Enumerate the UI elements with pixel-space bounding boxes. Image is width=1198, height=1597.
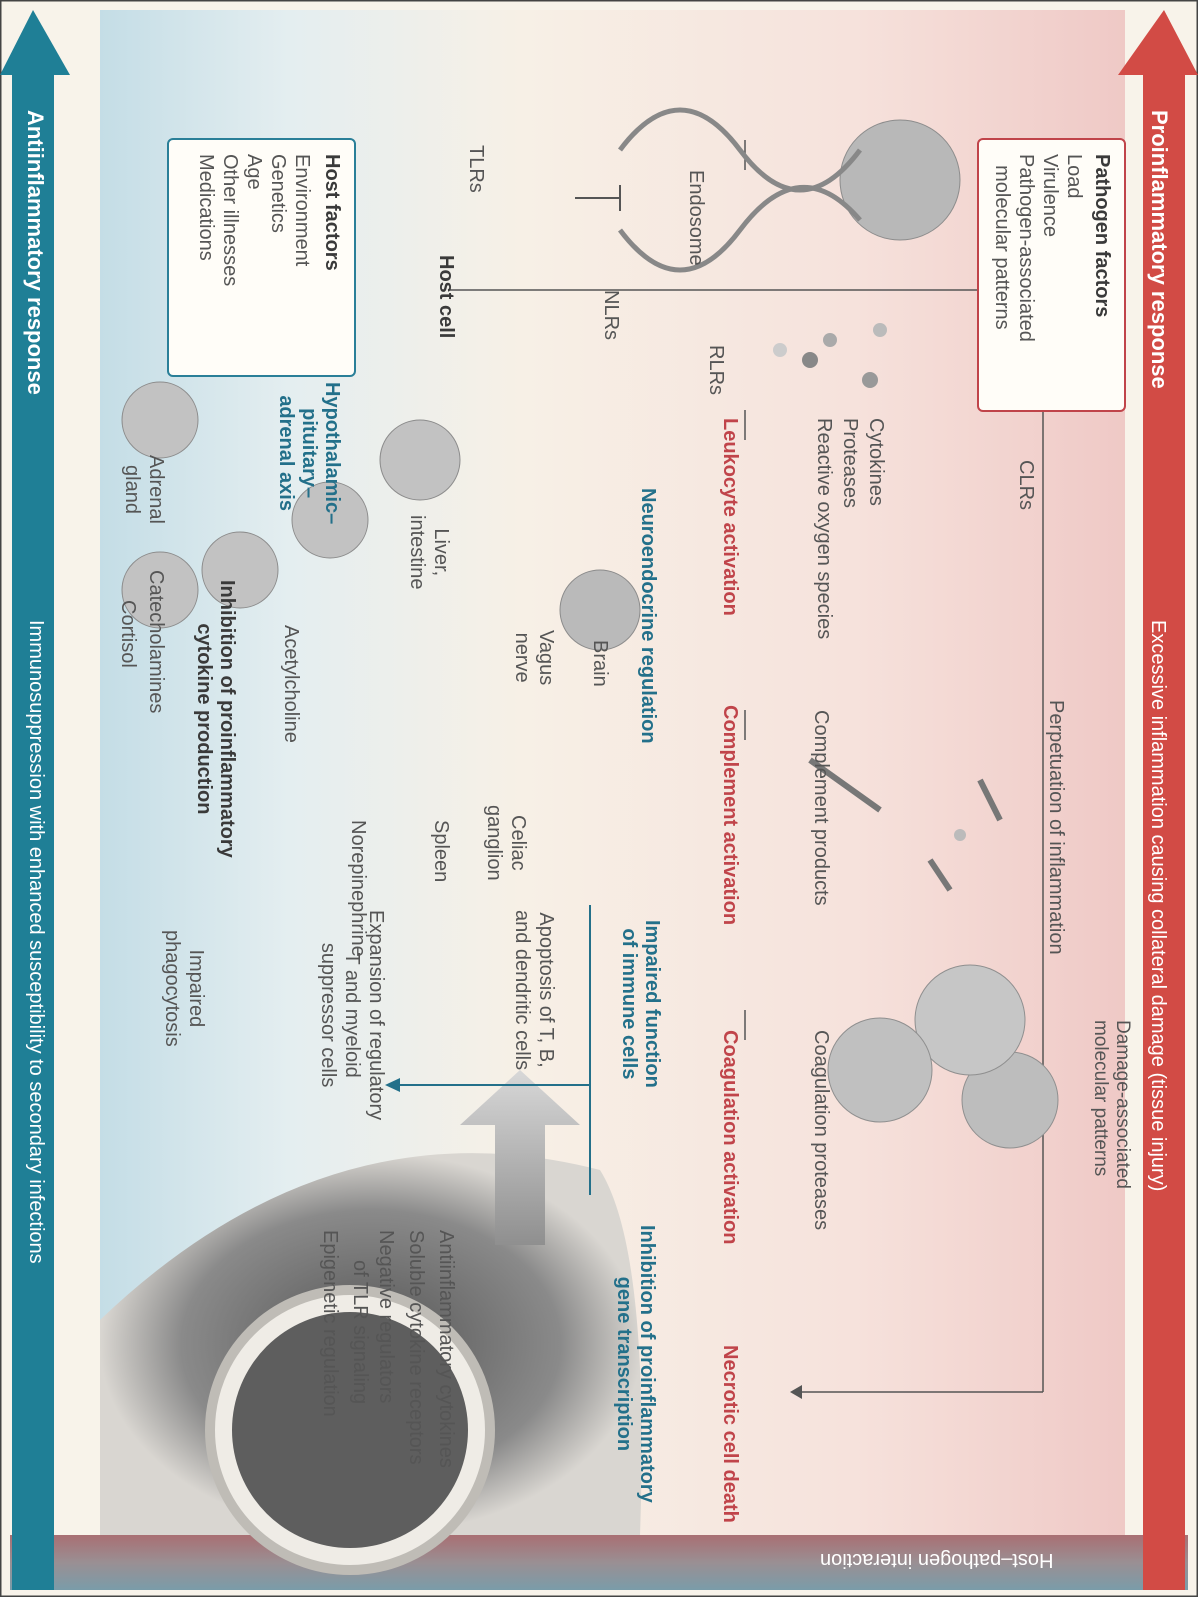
celiac-label: Celiac ganglion <box>482 805 530 881</box>
pathogen-factors-title: Pathogen factors <box>1090 154 1114 317</box>
perpetuation-label: Perpetuation of inflammation <box>1044 700 1068 955</box>
host-item: Medications <box>194 154 218 261</box>
coagulation-item: Coagulation proteases <box>809 1030 833 1230</box>
pro-arrow-sublabel: Excessive inflammation causing collatera… <box>1146 620 1170 1191</box>
pro-arrow-label: Proinflammatory response <box>1146 110 1172 389</box>
inhibition-cytokine-label: Inhibition of proinflammatory cytokine p… <box>192 580 238 858</box>
rlrs-label: RLRs <box>704 345 728 395</box>
anti-arrow-sublabel: Immunosuppression with enhanced suscepti… <box>24 620 48 1264</box>
host-item: Environment <box>290 154 314 266</box>
liver-label: Liver, intestine <box>405 515 453 590</box>
pathogen-item: Virulence <box>1038 154 1062 237</box>
leuko-item: Proteases <box>838 418 862 508</box>
vagus-label: Vagus nerve <box>510 630 558 685</box>
leuko-item: Cytokines <box>864 418 888 506</box>
transcription-item: Epigenetic regulation <box>318 1230 342 1417</box>
pathogen-item: Load <box>1062 154 1086 199</box>
transcription-item: Negative regulators <box>374 1230 398 1403</box>
immune-heading: Impaired function of immune cells <box>617 920 663 1088</box>
anti-arrow-label: Antiinflammatory response <box>22 110 48 395</box>
complement-heading: Complement activation <box>718 705 742 925</box>
leukocyte-heading: Leukocyte activation <box>718 418 742 616</box>
acetylcholine-label: Acetylcholine <box>279 625 303 743</box>
pathogen-factors-box: Pathogen factors Load Virulence Pathogen… <box>977 138 1126 412</box>
expansion-label: Expansion of regulatory T and myeloid su… <box>316 910 388 1120</box>
coagulation-heading: Coagulation activation <box>718 1030 742 1244</box>
side-band-label: Host–pathogen interaction <box>820 1548 1054 1572</box>
spleen-label: Spleen <box>429 820 453 882</box>
transcription-item: Soluble cytokine receptors <box>404 1230 428 1465</box>
phagocytosis-label: Impaired phagocytosis <box>160 930 208 1047</box>
endosome-label: Endosome <box>684 170 708 266</box>
host-item: Age <box>242 154 266 190</box>
host-factors-title: Host factors <box>320 154 344 271</box>
hpa-label: Hypothalamic– pituitary– adrenal axis <box>274 382 343 524</box>
host-factors-box: Host factors Environment Genetics Age Ot… <box>167 138 356 377</box>
tlrs-label: TLRs <box>464 145 488 193</box>
complement-item: Complement products <box>809 710 833 906</box>
apoptosis-label: Apoptosis of T, B, and dendritic cells <box>510 910 558 1070</box>
host-item: Other illnesses <box>218 154 242 286</box>
transcription-item: Antiinflammatory cytokines <box>434 1230 458 1468</box>
nlrs-label: NLRs <box>599 290 623 340</box>
host-cell-label: Host cell <box>434 255 458 338</box>
damps-label: Damage-associated molecular patterns <box>1089 1020 1133 1189</box>
transcription-heading: Inhibition of proinflammatory gene trans… <box>612 1225 658 1503</box>
clrs-label: CLRs <box>1014 460 1038 510</box>
pathogen-item: Pathogen-associated molecular patterns <box>990 154 1038 342</box>
adrenal-label: Adrenal gland <box>120 455 168 524</box>
leuko-item: Reactive oxygen species <box>812 418 836 639</box>
necrotic-heading: Necrotic cell death <box>718 1345 742 1523</box>
cortisol-label: Cortisol <box>116 600 140 668</box>
neuroendocrine-heading: Neuroendocrine regulation <box>636 488 660 744</box>
catecholamines-label: Catecholamines <box>144 570 168 713</box>
host-item: Genetics <box>266 154 290 233</box>
brain-label: Brain <box>588 640 612 687</box>
transcription-item: of TLR signaling <box>348 1260 372 1404</box>
